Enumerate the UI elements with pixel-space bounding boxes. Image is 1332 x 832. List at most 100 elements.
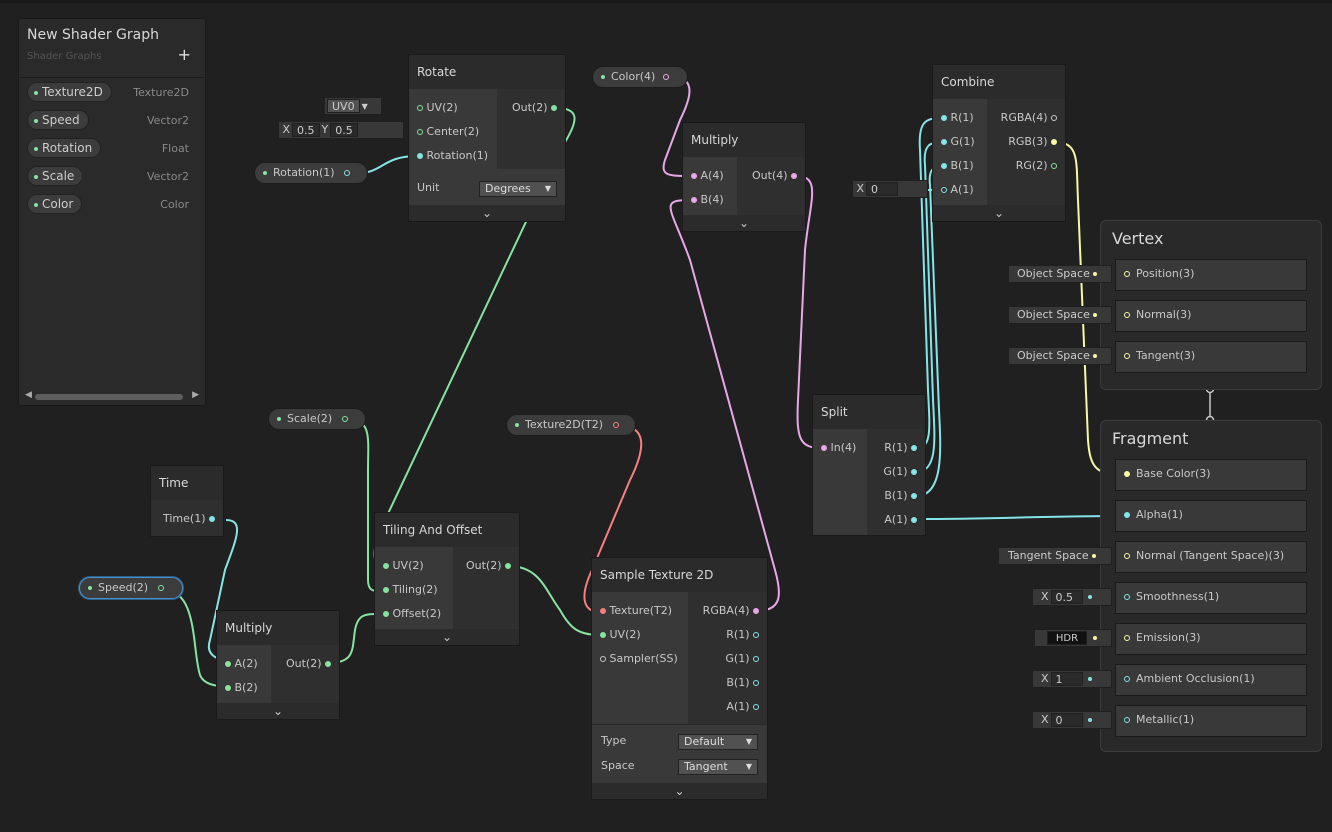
chevron-down-icon[interactable]: ⌄ (217, 703, 339, 719)
property-row-speed[interactable]: Speed Vector2 (19, 106, 205, 134)
horizontal-scrollbar[interactable]: ◀ ▶ (23, 390, 201, 401)
node-title: Tiling And Offset (375, 513, 519, 547)
property-type: Vector2 (146, 170, 189, 183)
port-rotation[interactable]: Rotation(1) (417, 147, 488, 165)
rotation-property-node[interactable]: Rotation(1) (254, 162, 368, 184)
property-row-texture2d[interactable]: Texture2D Texture2D (19, 78, 205, 106)
port-g[interactable]: G(1) (725, 650, 759, 668)
port-uv[interactable]: UV(2) (417, 99, 458, 117)
port-b[interactable]: B(1) (941, 157, 974, 175)
port-a[interactable]: A(1) (941, 181, 974, 199)
port-out[interactable]: Out(2) (466, 557, 511, 575)
block-metallic[interactable]: Metallic(1) (1115, 705, 1307, 737)
port-b[interactable]: B(2) (225, 679, 258, 697)
property-pill[interactable]: Scale (27, 166, 84, 186)
port-tiling[interactable]: Tiling(2) (383, 581, 438, 599)
port-r[interactable]: R(1) (941, 109, 974, 127)
port-out[interactable]: Out(2) (512, 99, 557, 117)
port-uv[interactable]: UV(2) (600, 626, 641, 644)
port-a[interactable]: A(1) (884, 511, 917, 529)
property-pill[interactable]: Speed (27, 110, 89, 130)
block-normal[interactable]: Normal(3) (1115, 300, 1307, 332)
normal-space-field[interactable]: Object Space (1008, 306, 1112, 324)
texture2d-property-node[interactable]: Texture2D(T2) (506, 414, 636, 436)
block-emission[interactable]: Emission(3) (1115, 623, 1307, 655)
block-normal-tangent-space[interactable]: Normal (Tangent Space)(3) (1115, 541, 1307, 573)
type-dropdown[interactable]: Default▼ (678, 734, 758, 750)
plus-icon[interactable]: + (177, 45, 191, 64)
port-a[interactable]: A(2) (225, 655, 258, 673)
chevron-down-icon[interactable]: ⌄ (409, 205, 565, 221)
port-uv[interactable]: UV(2) (383, 557, 424, 575)
port-out[interactable]: Out(2) (286, 655, 331, 673)
property-row-scale[interactable]: Scale Vector2 (19, 162, 205, 190)
port-a[interactable]: A(1) (726, 698, 759, 716)
port-b[interactable]: B(1) (726, 674, 759, 692)
chevron-down-icon[interactable]: ⌄ (375, 629, 519, 645)
uv-channel-dropdown[interactable]: UV0▼ (324, 97, 382, 115)
port-rgba[interactable]: RGBA(4) (1001, 109, 1057, 127)
port-rgba[interactable]: RGBA(4) (703, 602, 759, 620)
chevron-down-icon[interactable]: ⌄ (592, 783, 767, 799)
type-label: Type (601, 734, 627, 747)
port-sampler[interactable]: Sampler(SS) (600, 650, 678, 668)
emission-hdr-field[interactable]: HDR (1034, 629, 1112, 647)
block-tangent[interactable]: Tangent(3) (1115, 341, 1307, 373)
block-smoothness[interactable]: Smoothness(1) (1115, 582, 1307, 614)
center-x-field[interactable]: 0.5 (292, 123, 320, 137)
block-position[interactable]: Position(3) (1115, 259, 1307, 291)
tangent-space-field[interactable]: Object Space (1008, 347, 1112, 365)
normal-space-field[interactable]: Tangent Space (998, 547, 1112, 565)
node-title: Split (813, 395, 925, 429)
scale-property-node[interactable]: Scale(2) (268, 408, 366, 430)
combine-node[interactable]: Combine R(1) G(1) B(1) A(1) RGBA(4) RGB(… (932, 64, 1066, 222)
multiply-node-top[interactable]: Multiply A(4) B(4) Out(4) ⌄ (682, 122, 806, 232)
port-offset[interactable]: Offset(2) (383, 605, 441, 623)
time-node[interactable]: Time Time(1) (150, 465, 224, 537)
space-dropdown[interactable]: Tangent▼ (678, 759, 758, 775)
rotate-node[interactable]: Rotate UV(2) Center(2) Rotation(1) Out(2… (408, 54, 566, 222)
tiling-and-offset-node[interactable]: Tiling And Offset UV(2) Tiling(2) Offset… (374, 512, 520, 646)
scroll-right-icon[interactable]: ▶ (192, 390, 199, 400)
scroll-thumb[interactable] (35, 394, 183, 400)
port-g[interactable]: G(1) (941, 133, 975, 151)
property-row-rotation[interactable]: Rotation Float (19, 134, 205, 162)
sample-texture-2d-node[interactable]: Sample Texture 2D Texture(T2) UV(2) Samp… (591, 557, 768, 800)
chevron-down-icon[interactable]: ⌄ (683, 215, 805, 231)
property-row-color[interactable]: Color Color (19, 190, 205, 218)
port-out[interactable]: Out(4) (752, 167, 797, 185)
center-y-field[interactable]: 0.5 (330, 123, 358, 137)
block-ambient-occlusion[interactable]: Ambient Occlusion(1) (1115, 664, 1307, 696)
port-time[interactable]: Time(1) (163, 510, 215, 528)
property-list: Texture2D Texture2D Speed Vector2 Rotati… (19, 77, 205, 218)
property-pill[interactable]: Color (27, 194, 83, 214)
unit-dropdown[interactable]: Degrees▼ (479, 181, 557, 197)
property-pill[interactable]: Texture2D (27, 82, 112, 102)
port-g[interactable]: G(1) (883, 463, 917, 481)
color-property-node[interactable]: Color(4) (592, 66, 688, 88)
port-r[interactable]: R(1) (884, 439, 917, 457)
split-node[interactable]: Split In(4) R(1) G(1) B(1) A(1) (812, 394, 926, 536)
position-space-field[interactable]: Object Space (1008, 265, 1112, 283)
multiply-node-bottom[interactable]: Multiply A(2) B(2) Out(2) ⌄ (216, 610, 340, 720)
port-rg[interactable]: RG(2) (1016, 157, 1057, 175)
property-pill[interactable]: Rotation (27, 138, 102, 158)
port-r[interactable]: R(1) (726, 626, 759, 644)
chevron-down-icon[interactable]: ⌄ (933, 205, 1065, 221)
port-rgb[interactable]: RGB(3) (1008, 133, 1057, 151)
scroll-left-icon[interactable]: ◀ (25, 390, 32, 400)
block-base-color[interactable]: Base Color(3) (1115, 459, 1307, 491)
port-in[interactable]: In(4) (821, 439, 856, 457)
port-b[interactable]: B(4) (691, 191, 724, 209)
speed-property-node[interactable]: Speed(2) (79, 577, 183, 599)
port-center[interactable]: Center(2) (417, 123, 479, 141)
port-a[interactable]: A(4) (691, 167, 724, 185)
port-texture[interactable]: Texture(T2) (600, 602, 672, 620)
port-b[interactable]: B(1) (884, 487, 917, 505)
block-alpha[interactable]: Alpha(1) (1115, 500, 1307, 532)
